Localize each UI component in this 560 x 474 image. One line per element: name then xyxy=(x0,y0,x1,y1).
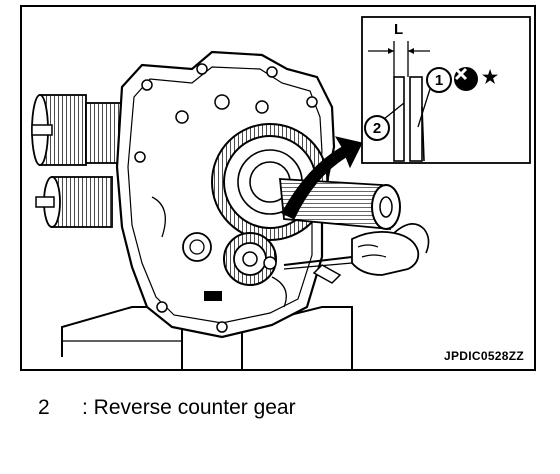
figure-code: JPDIC0528ZZ xyxy=(444,349,524,363)
direction-arrow xyxy=(281,136,363,220)
transaxle-illustration: L 1 ★ 2 JPDIC0528ZZ xyxy=(20,5,536,371)
do-not-reuse-icon xyxy=(454,67,478,91)
legend-text: : Reverse counter gear xyxy=(82,396,296,419)
hand-with-feeler-gauge xyxy=(283,223,430,284)
callout-2-circle: 2 xyxy=(364,115,390,141)
star-symbol-icon: ★ xyxy=(482,67,499,87)
dimension-label-l: L xyxy=(394,21,404,38)
reverse-counter-gear xyxy=(223,232,277,286)
left-gear-shaft xyxy=(31,94,127,228)
callout-2-label: 2 xyxy=(372,119,382,137)
legend-number: 2 xyxy=(38,396,50,419)
callout-1-circle: 1 xyxy=(426,67,452,93)
legend: 2 : Reverse counter gear xyxy=(38,396,296,420)
callout-1-label: 1 xyxy=(434,71,444,89)
gear-assembly-drawing xyxy=(31,16,531,369)
